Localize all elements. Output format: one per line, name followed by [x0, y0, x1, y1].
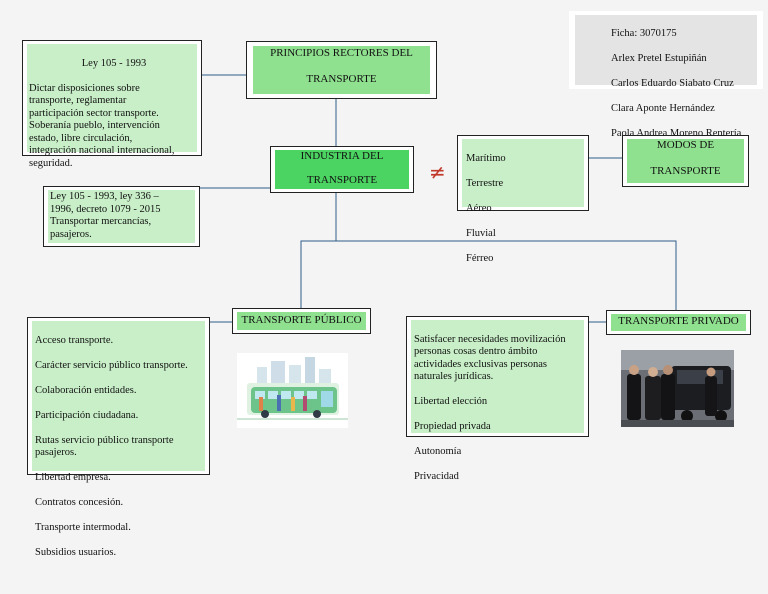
publico-item: Libertad empresa. — [35, 472, 111, 483]
credit-line: Ficha: 3070175 — [611, 27, 677, 39]
publico-item: Carácter servicio público transporte. — [35, 359, 188, 371]
privado-node: TRANSPORTE PRIVADO — [606, 310, 751, 335]
leyes-body: Ley 105 - 1993, ley 336 – 1996, decreto … — [50, 191, 161, 240]
private-car-photo — [621, 350, 734, 427]
publico-item: Acceso transporte. — [35, 334, 114, 346]
publico-item: Rutas servicio público transporte pasaje… — [35, 434, 174, 459]
credit-line: Arlex Pretel Estupiñán — [611, 52, 707, 64]
credit-line: Clara Aponte Hernández — [611, 102, 715, 114]
publico-title: TRANSPORTE PÚBLICO — [241, 314, 362, 326]
privado-item: Privacidad — [414, 471, 459, 482]
ley105-node: Ley 105 - 1993 Dictar disposiciones sobr… — [22, 40, 202, 169]
ley105-heading: Ley 105 - 1993 — [81, 57, 147, 69]
modos-items: Marítimo Terrestre Aéreo Fluvial Férreo — [466, 140, 586, 278]
publico-item: Participación ciudadana. — [35, 409, 139, 421]
publico-item: Contratos concesión. — [35, 497, 124, 508]
modo-item: Marítimo — [466, 152, 506, 164]
bus-icon — [237, 353, 348, 428]
connector-branches — [300, 240, 677, 310]
privado-items: Satisfacer necesidades movilización pers… — [414, 321, 582, 496]
privado-list-node: Satisfacer necesidades movilización pers… — [406, 316, 589, 482]
privado-item: Libertad elección — [414, 396, 488, 407]
privado-item: Propiedad privada — [414, 421, 491, 432]
modo-item: Férreo — [466, 252, 494, 264]
publico-node: TRANSPORTE PÚBLICO — [232, 308, 371, 334]
modo-item: Aéreo — [466, 202, 492, 214]
credits-panel: Ficha: 3070175 Arlex Pretel Estupiñán Ca… — [569, 11, 763, 139]
principios-node: PRINCIPIOS RECTORES DEL TRANSPORTE — [246, 41, 437, 99]
privado-item: Satisfacer necesidades movilización pers… — [414, 333, 566, 383]
modos-list-node: Marítimo Terrestre Aéreo Fluvial Férreo — [457, 135, 589, 264]
credit-line: Paola Andrea Moreno Rentería — [611, 127, 742, 139]
ley105-body: Dictar disposiciones sobre transporte, r… — [29, 82, 175, 169]
industria-node: INDUSTRIA DEL TRANSPORTE — [270, 146, 414, 193]
modo-item: Terrestre — [466, 177, 504, 189]
publico-item: Colaboración entidades. — [35, 384, 137, 396]
not-equal-icon: ≠ — [429, 160, 446, 184]
modo-item: Fluvial — [466, 227, 496, 239]
bus-illustration — [237, 353, 348, 428]
publico-item: Transporte intermodal. — [35, 522, 131, 533]
private-car-icon — [621, 350, 734, 427]
publico-list-node: Acceso transporte. Carácter servicio púb… — [27, 317, 210, 558]
principios-title: PRINCIPIOS RECTORES DEL TRANSPORTE — [270, 47, 413, 85]
credit-line: Carlos Eduardo Siabato Cruz — [611, 77, 734, 89]
industria-title: INDUSTRIA DEL TRANSPORTE — [300, 150, 384, 186]
credits-list: Ficha: 3070175 Arlex Pretel Estupiñán Ca… — [611, 15, 761, 153]
leyes-node: Ley 105 - 1993, ley 336 – 1996, decreto … — [43, 186, 200, 247]
publico-item: Subsidios usuarios. — [35, 547, 117, 558]
privado-title: TRANSPORTE PRIVADO — [618, 315, 739, 327]
modos-node: MODOS DE TRANSPORTE — [622, 135, 749, 187]
modos-title: MODOS DE TRANSPORTE — [650, 139, 721, 177]
privado-item: Autonomía — [414, 446, 462, 457]
publico-items: Acceso transporte. Carácter servicio púb… — [35, 322, 201, 572]
